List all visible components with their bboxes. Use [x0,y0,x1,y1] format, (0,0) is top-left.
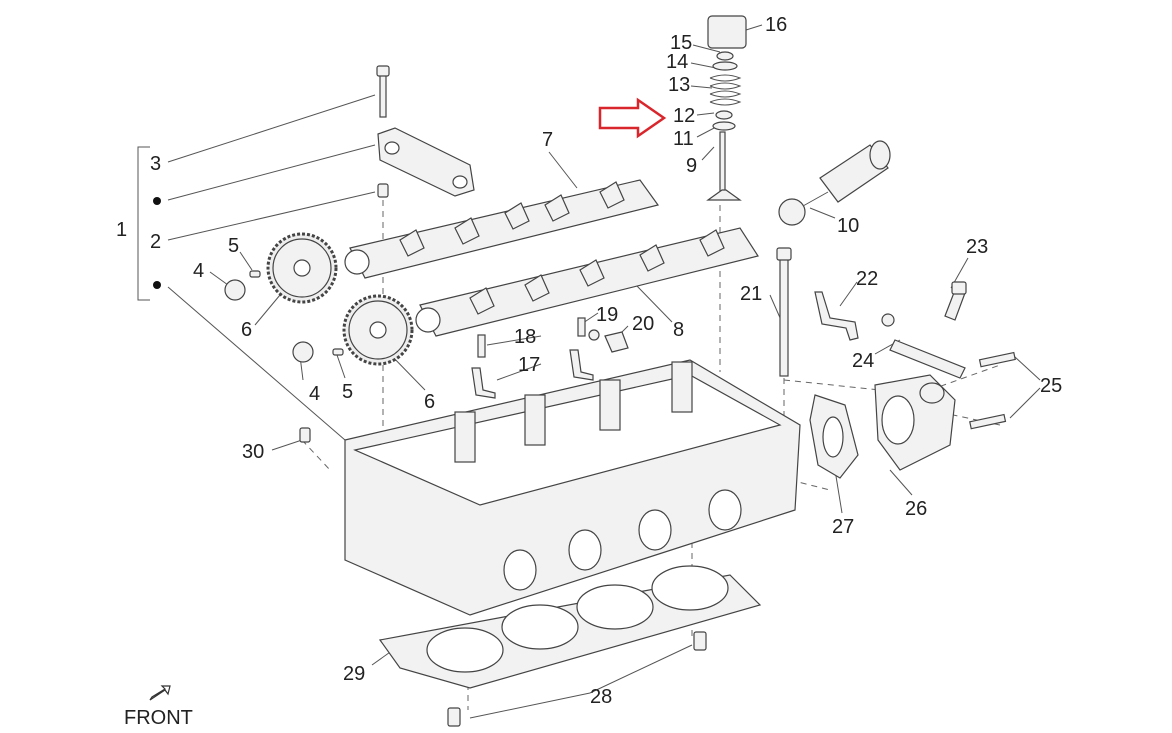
leader-lines [167,24,1041,719]
valve-assembly [706,15,747,201]
label-24: 24 [852,350,874,372]
label-6b: 6 [424,391,435,413]
label-20: 20 [632,313,654,335]
group-bracket-1 [137,146,161,301]
dowel-part-2 [377,183,389,198]
label-4b: 4 [309,383,320,405]
camshaft-part-8 [415,227,759,337]
label-8: 8 [673,319,684,341]
strap-part-24 [889,339,966,379]
label-23: 23 [966,236,988,258]
sensor-part-23 [944,281,967,321]
stud-part-30 [299,427,311,443]
label-10: 10 [837,215,859,237]
label-6a: 6 [241,319,252,341]
label-27: 27 [832,516,854,538]
camshaft-bearing-cap [377,127,475,197]
dowels-part-28 [447,631,707,727]
label-4a: 4 [193,260,204,282]
label-1: 1 [116,219,127,241]
timing-gear-upper [266,232,338,304]
timing-gear-lower [342,294,414,366]
label-13: 13 [668,74,690,96]
housing-part-26 [874,374,956,471]
label-28: 28 [590,686,612,708]
bullet-dot [153,197,161,205]
label-16: 16 [765,14,787,36]
gear-bolts-and-pins [224,270,344,363]
label-19: 19 [596,304,618,326]
camshaft-part-7 [344,179,660,279]
label-22: 22 [856,268,878,290]
label-15: 15 [670,32,692,54]
label-3: 3 [150,153,161,175]
label-30: 30 [242,441,264,463]
label-2: 2 [150,231,161,253]
head-gasket-part-29 [378,565,762,689]
label-5b: 5 [342,381,353,403]
label-12: 12 [673,105,695,127]
label-26: 26 [905,498,927,520]
cylinder-head [344,359,801,616]
tappet-part-10 [778,140,891,226]
bolts-part-25 [969,351,1016,430]
label-5a: 5 [228,235,239,257]
label-29: 29 [343,663,365,685]
front-label: FRONT [124,707,193,729]
label-18: 18 [514,326,536,348]
label-7: 7 [542,129,553,151]
label-25: 25 [1040,375,1062,397]
gasket-part-27 [809,394,859,479]
label-9: 9 [686,155,697,177]
bullet-dot [153,281,161,289]
front-arrow-icon [149,685,171,701]
bolt-part-21 [776,247,792,377]
highlight-arrow-icon [598,97,667,139]
small-parts-17-20 [471,317,629,399]
part-labels: 3 2 1 4 5 6 4 5 6 7 8 9 10 11 12 13 14 1… [116,14,1062,729]
label-11: 11 [673,128,694,150]
bracket-part-22 [814,291,895,341]
bolt-part-3 [376,65,390,118]
label-14: 14 [666,51,688,73]
label-17: 17 [518,354,540,376]
label-21: 21 [740,283,762,305]
